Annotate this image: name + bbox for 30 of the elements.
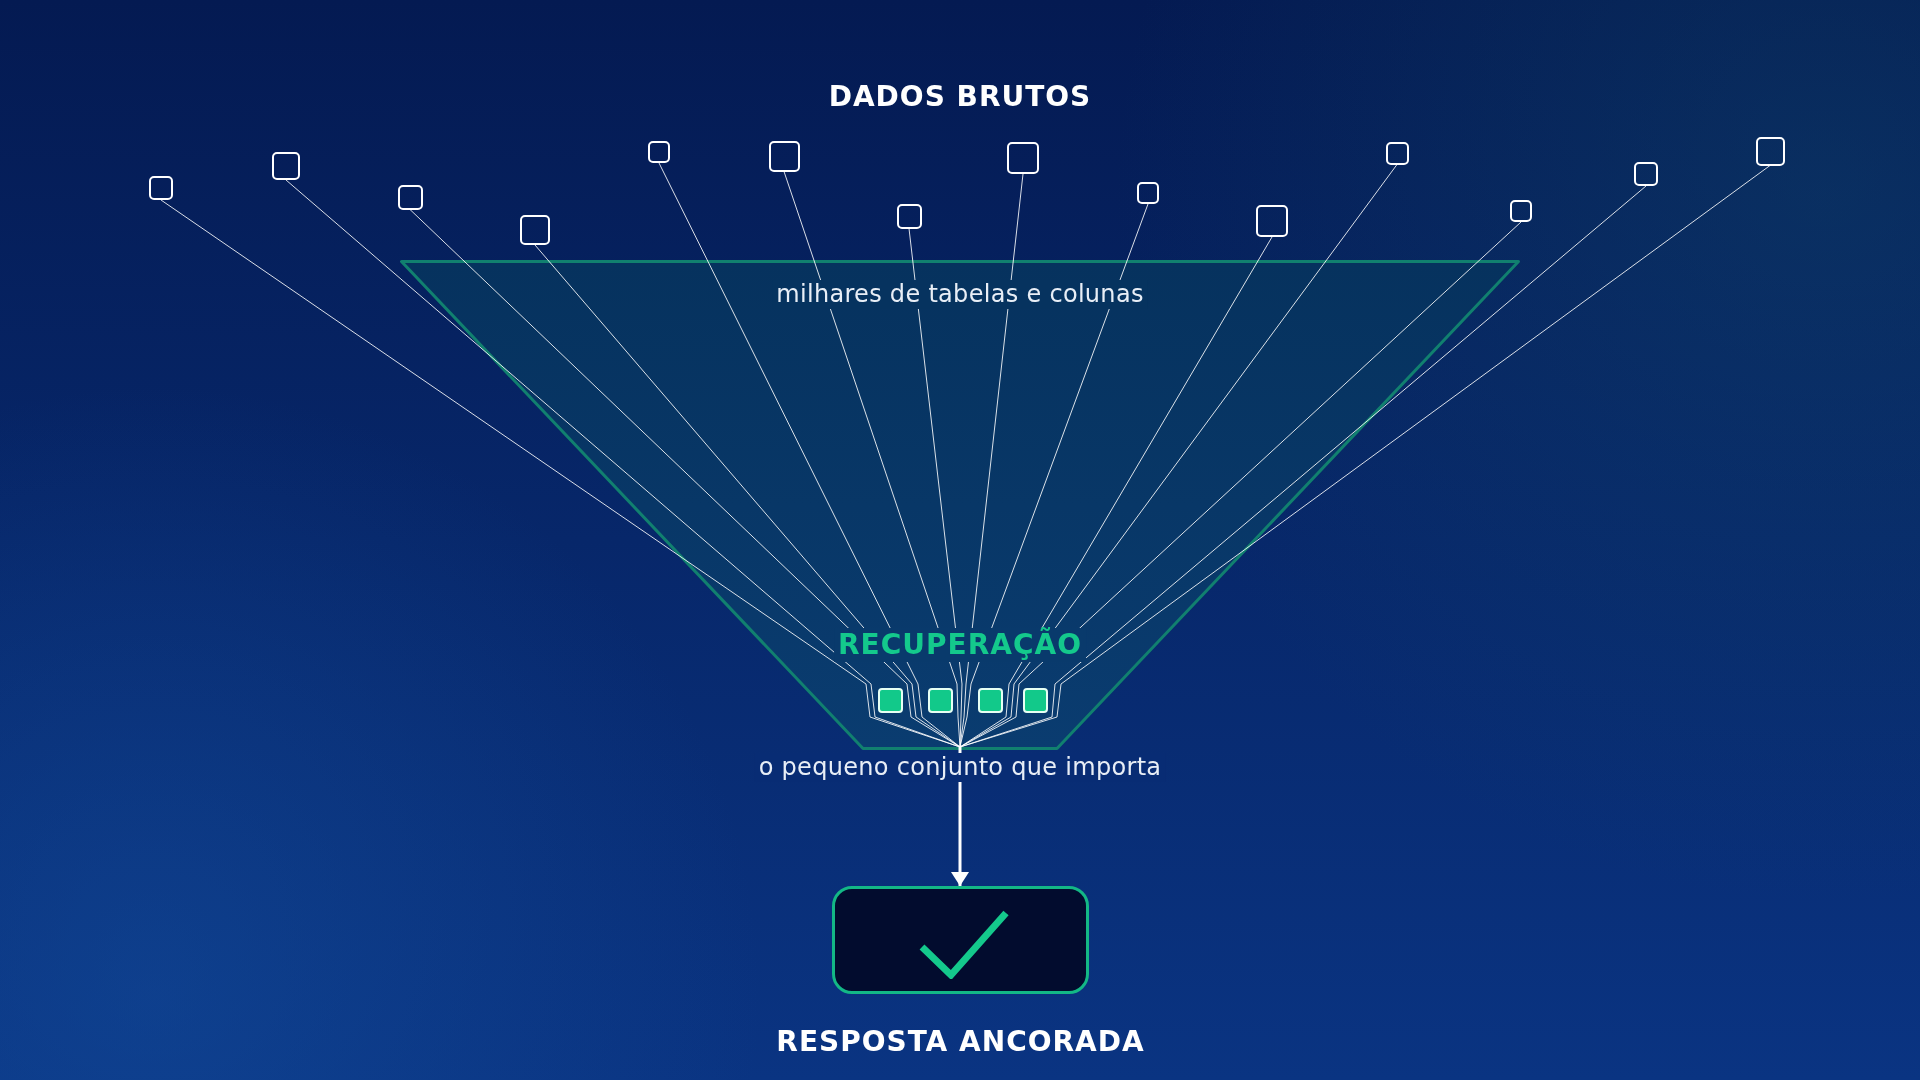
connector-line (908, 228, 963, 748)
filled-square (878, 688, 903, 713)
filled-square (928, 688, 953, 713)
connector-line (959, 221, 1522, 748)
answer-heading: RESPOSTA ANCORADA (776, 1025, 1145, 1059)
outline-square (1256, 205, 1288, 237)
connector-line (285, 179, 961, 748)
outline-square (1510, 200, 1532, 222)
outline-square (149, 176, 173, 200)
outline-square (768, 140, 800, 172)
outline-square (272, 152, 300, 180)
connector-line (959, 203, 1149, 748)
connector-line (959, 185, 1647, 748)
outline-square (896, 203, 922, 229)
filled-square (1023, 688, 1048, 713)
outline-square (648, 141, 670, 163)
arrow (951, 747, 969, 886)
connector-line (959, 165, 1771, 748)
funnel-shape (400, 260, 1520, 750)
outline-square (520, 215, 550, 245)
filled-square (978, 688, 1003, 713)
outline-square (1755, 136, 1785, 166)
connector-line (658, 162, 961, 748)
outline-square (397, 184, 423, 210)
outline-square (1137, 182, 1159, 204)
outline-square (1385, 141, 1409, 165)
outline-square (1634, 162, 1658, 186)
diagram-title: DADOS BRUTOS (828, 80, 1092, 114)
outline-square (1007, 142, 1039, 174)
stage-heading: RECUPERAÇÃO (834, 628, 1086, 662)
